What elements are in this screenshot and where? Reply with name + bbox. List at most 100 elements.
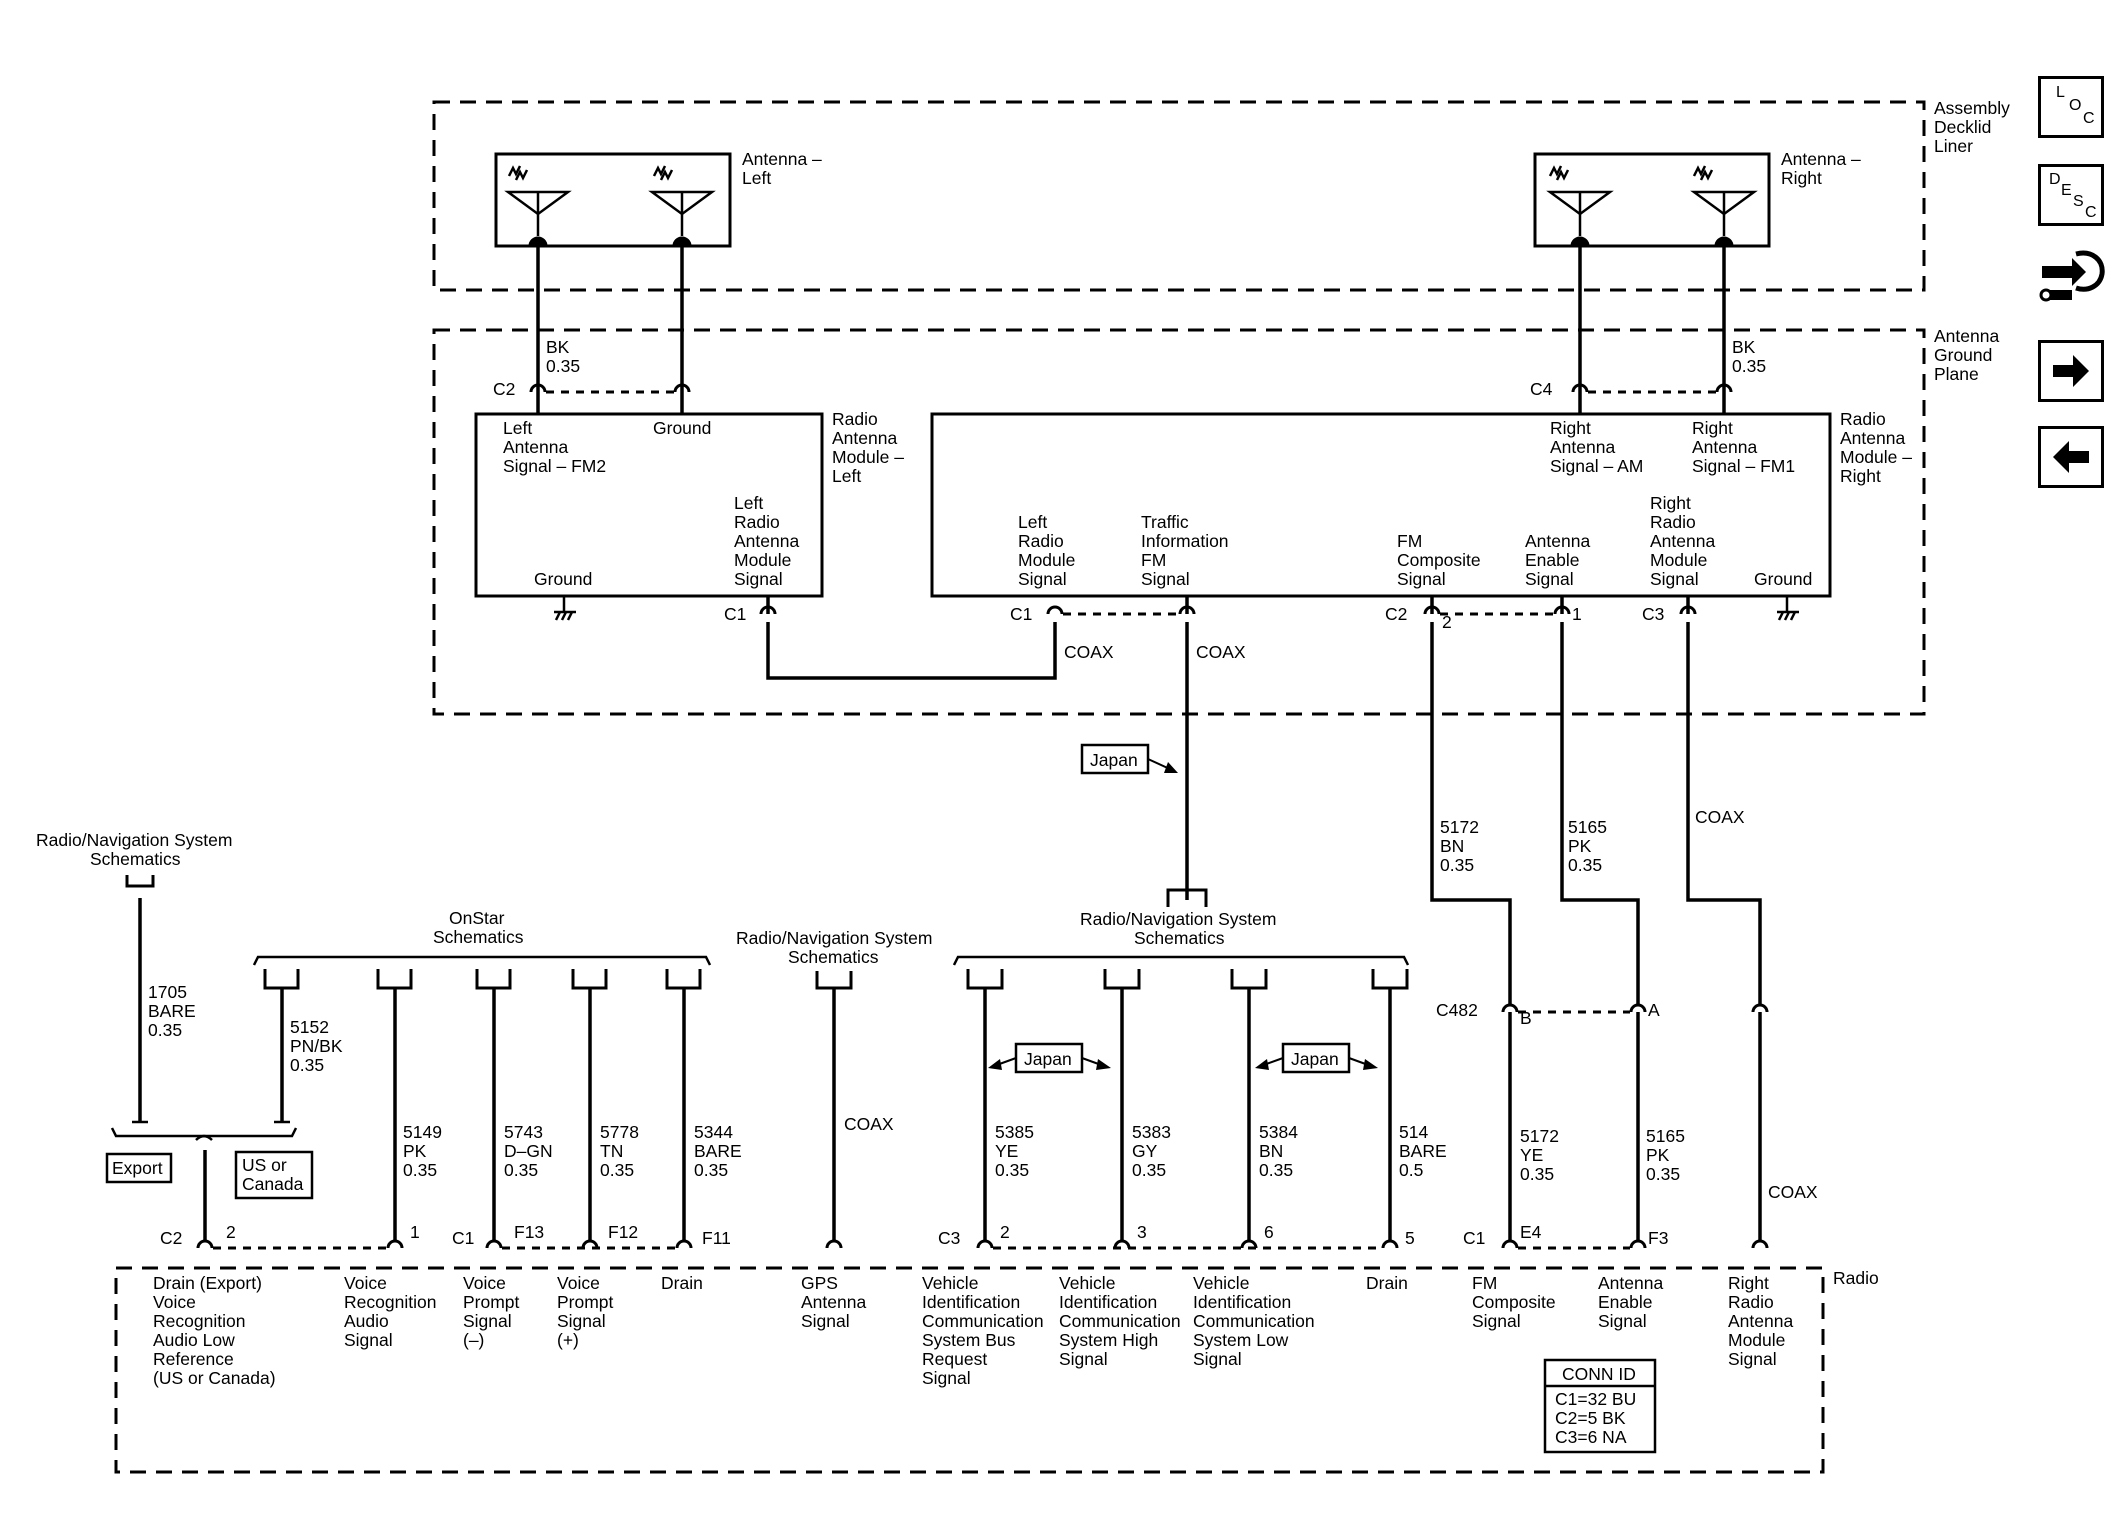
decklid-label-1: Assembly (1934, 98, 2010, 118)
svg-text:Communication: Communication (1193, 1311, 1315, 1331)
svg-text:Request: Request (922, 1349, 987, 1369)
module-right-title-1: Radio (1840, 409, 1886, 429)
ref-onstar[interactable]: OnStar Schematics (252, 908, 712, 990)
svg-text:Reference: Reference (153, 1349, 234, 1369)
wire-514-3: 0.5 (1399, 1160, 1423, 1180)
wire-5743-3: 0.35 (504, 1160, 538, 1180)
wiring (138, 246, 1762, 1240)
svg-text:Composite: Composite (1472, 1292, 1556, 1312)
wire-5152-3: 0.35 (290, 1055, 324, 1075)
conn-id-table: CONN ID C1=32 BU C2=5 BK C3=6 NA (1543, 1358, 1657, 1454)
conn-c1-right: C1 (1010, 604, 1032, 624)
svg-text:Prompt: Prompt (463, 1292, 520, 1312)
coax-label-3: COAX (1695, 807, 1745, 827)
wire-5384-1: 5384 (1259, 1122, 1298, 1142)
wire-5778-1: 5778 (600, 1122, 639, 1142)
wire-5165-pk-top-1: 5165 (1568, 817, 1607, 837)
pin-2-right: 2 (1442, 612, 1452, 632)
wire-1705-3: 0.35 (148, 1020, 182, 1040)
ground-symbol-right (1777, 596, 1799, 621)
pin-left-radio-2: Radio (1018, 531, 1064, 551)
svg-text:Radio/Navigation System: Radio/Navigation System (736, 928, 932, 948)
wire-1705-1: 1705 (148, 982, 187, 1002)
pin-ground-left-bottom: Ground (534, 569, 592, 589)
arrow-right-icon[interactable] (2038, 340, 2104, 402)
svg-text:Voice: Voice (153, 1292, 196, 1312)
wire-5165-pk-top-3: 0.35 (1568, 855, 1602, 875)
coax-label-1: COAX (1064, 642, 1114, 662)
svg-text:Signal: Signal (801, 1311, 850, 1331)
location-button[interactable]: L O C (2038, 76, 2104, 138)
svg-text:Signal: Signal (1598, 1311, 1647, 1331)
wire-5165-pk-bottom-3: 0.35 (1646, 1164, 1680, 1184)
svg-text:Antenna: Antenna (1728, 1311, 1793, 1331)
export-option: Export (105, 1152, 173, 1184)
radio-frame (114, 1266, 1825, 1474)
ref-radnav-left[interactable]: Radio/Navigation System Schematics (36, 830, 232, 888)
svg-text:Vehicle: Vehicle (922, 1273, 978, 1293)
svg-text:Schematics: Schematics (433, 927, 524, 947)
svg-text:Prompt: Prompt (557, 1292, 614, 1312)
svg-text:Recognition: Recognition (344, 1292, 436, 1312)
coax-label-4: COAX (844, 1114, 894, 1134)
svg-text:System Bus: System Bus (922, 1330, 1016, 1350)
pin-left-signal-3: Antenna (734, 531, 799, 551)
wire-5149-1: 5149 (403, 1122, 442, 1142)
ref-radnav-vic[interactable]: Radio/Navigation System Schematics (952, 888, 1410, 990)
radio-pin-6: 6 (1264, 1222, 1274, 1242)
pin-right-signal-2: Radio (1650, 512, 1696, 532)
pin-right-signal-5: Signal (1650, 569, 1699, 589)
svg-text:Signal: Signal (344, 1330, 393, 1350)
arrow-left-icon[interactable] (2038, 426, 2104, 488)
radio-pin-f12: F12 (608, 1222, 638, 1242)
conn-c2-right: C2 (1385, 604, 1407, 624)
svg-text:Signal: Signal (463, 1311, 512, 1331)
pin-am-3: Signal – AM (1550, 456, 1643, 476)
wire-5384-2: BN (1259, 1141, 1283, 1161)
pin-left-radio-4: Signal (1018, 569, 1067, 589)
svg-text:Radio: Radio (1728, 1292, 1774, 1312)
pin-1-right: 1 (1572, 604, 1582, 624)
pin-enable-3: Signal (1525, 569, 1574, 589)
pin-left-signal-4: Module (734, 550, 791, 570)
wire-5385-2: YE (995, 1141, 1018, 1161)
module-left-title-4: Left (832, 466, 861, 486)
ref-radnav-gps[interactable]: Radio/Navigation System Schematics (736, 928, 932, 990)
svg-text:FM: FM (1472, 1273, 1497, 1293)
connector-tool-icon[interactable] (2036, 244, 2108, 316)
svg-text:Recognition: Recognition (153, 1311, 245, 1331)
pin-left-radio-3: Module (1018, 550, 1075, 570)
japan-option-top: Japan (1080, 743, 1178, 775)
svg-text:Module: Module (1728, 1330, 1785, 1350)
coax-label-2: COAX (1196, 642, 1246, 662)
wire-5384-3: 0.35 (1259, 1160, 1293, 1180)
conn-c3-right: C3 (1642, 604, 1664, 624)
svg-text:(–): (–) (463, 1330, 484, 1350)
svg-text:Japan: Japan (1024, 1049, 1072, 1069)
description-button[interactable]: D E S C (2038, 164, 2104, 226)
wire-5344-3: 0.35 (694, 1160, 728, 1180)
svg-text:Radio/Navigation System: Radio/Navigation System (1080, 909, 1276, 929)
pin-am-2: Antenna (1550, 437, 1615, 457)
wire-5149-3: 0.35 (403, 1160, 437, 1180)
svg-text:Signal: Signal (557, 1311, 606, 1331)
wire-right-bk-2: 0.35 (1732, 356, 1766, 376)
wire-5165-pk-top-2: PK (1568, 836, 1592, 856)
wire-5152-1: 5152 (290, 1017, 329, 1037)
svg-text:Vehicle: Vehicle (1193, 1273, 1249, 1293)
radio-pin-e4: E4 (1520, 1222, 1542, 1242)
wire-left-bk-1: BK (546, 337, 570, 357)
wire-right-bk-1: BK (1732, 337, 1756, 357)
svg-text:Signal: Signal (1193, 1349, 1242, 1369)
pin-fm2-1: Left (503, 418, 532, 438)
decklid-label-3: Liner (1934, 136, 1973, 156)
decklid-label-2: Decklid (1934, 117, 1991, 137)
svg-text:Schematics: Schematics (788, 947, 879, 967)
radio-pin-f13: F13 (514, 1222, 544, 1242)
svg-text:Canada: Canada (242, 1174, 304, 1194)
wire-5149-2: PK (403, 1141, 427, 1161)
svg-text:C3=6 NA: C3=6 NA (1555, 1427, 1627, 1447)
svg-text:System High: System High (1059, 1330, 1158, 1350)
pin-fm2-2: Antenna (503, 437, 568, 457)
svg-text:Antenna: Antenna (801, 1292, 866, 1312)
